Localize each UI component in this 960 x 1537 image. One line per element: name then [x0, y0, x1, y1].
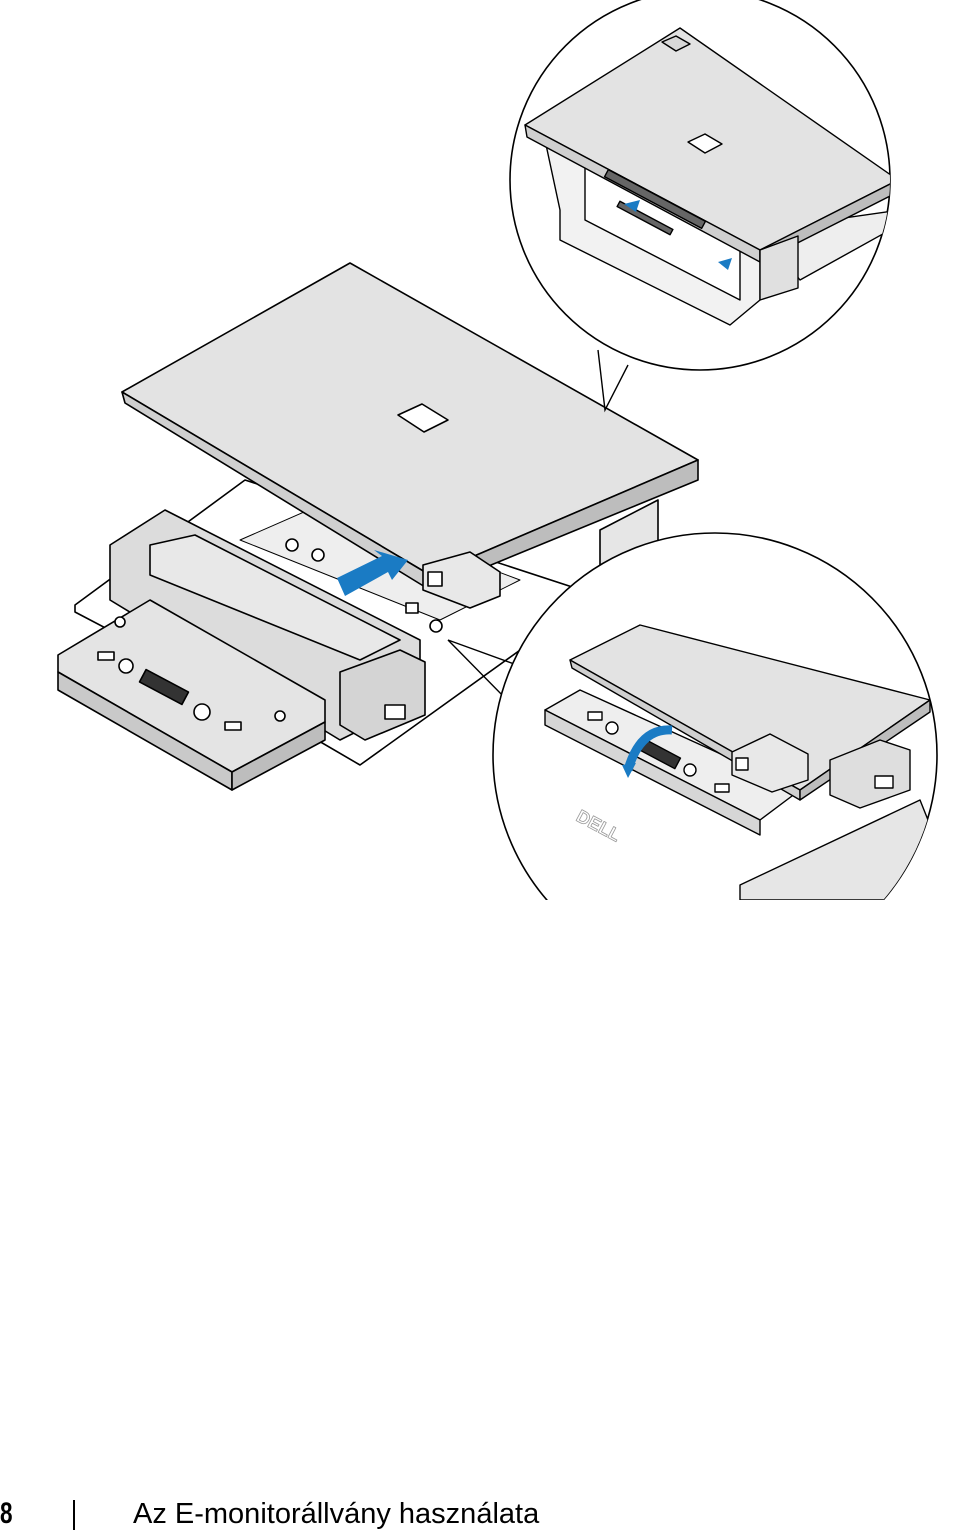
laptop	[121, 262, 699, 609]
page-footer: 8 Az E-monitorállvány használata	[0, 1494, 960, 1537]
insert-arrow	[337, 550, 408, 596]
section-title: Az E-monitorállvány használata	[133, 1498, 540, 1530]
docking-illustration: DELL	[57, 0, 938, 900]
detail-view-top	[509, 0, 891, 371]
detail-view-bottom: DELL	[492, 532, 938, 900]
footer-divider	[73, 1500, 75, 1530]
page-number: 8	[0, 1497, 13, 1530]
